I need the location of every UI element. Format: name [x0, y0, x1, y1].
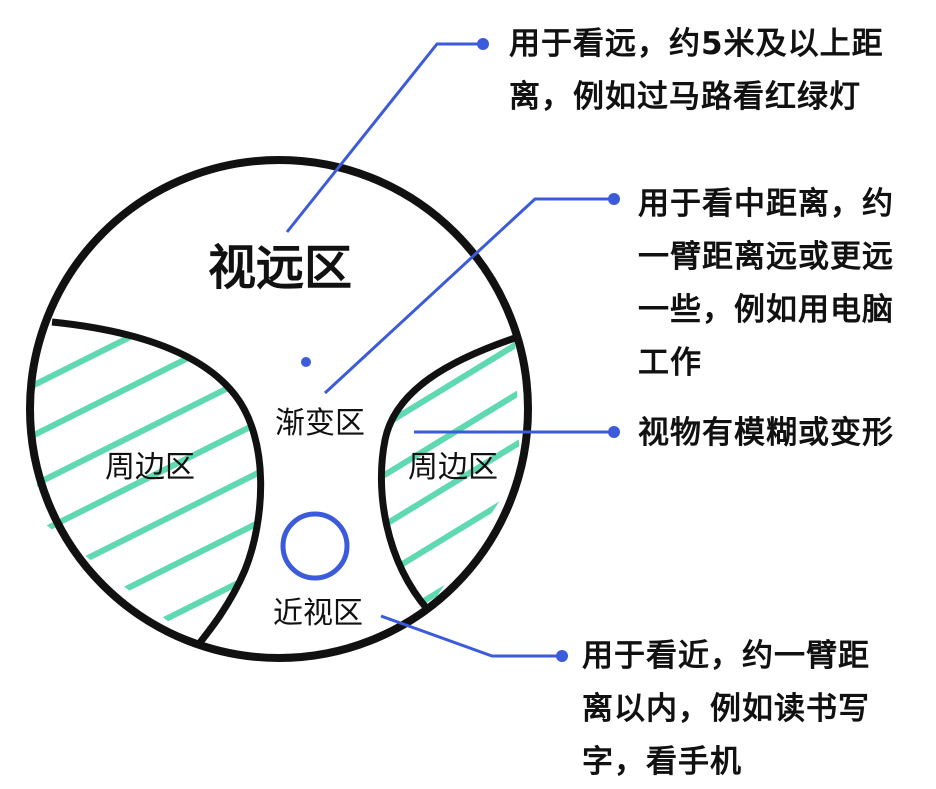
note-near: 用于看近，约一臂距 离以内，例如读书写 字，看手机	[582, 630, 870, 789]
note-periphery: 视物有模糊或变形	[638, 407, 894, 460]
periphery-right-boundary	[377, 334, 517, 613]
zone-label-transition: 渐变区	[275, 406, 365, 441]
near-zone-ring	[280, 511, 350, 581]
leader-dots	[477, 38, 620, 662]
note-far: 用于看远，约5米及以上距 离，例如过马路看红绿灯	[509, 18, 884, 124]
note-middle-line: 用于看中距离，约	[638, 186, 894, 222]
zone-label-periphery-right: 周边区	[408, 450, 498, 485]
note-periphery-line: 视物有模糊或变形	[638, 415, 894, 451]
lens-outline	[26, 156, 532, 662]
note-middle: 用于看中距离，约 一臂距离远或更远 一些，例如用电脑 工作	[638, 178, 894, 390]
note-middle-line: 一臂距离远或更远	[638, 239, 894, 275]
note-middle-line: 工作	[638, 345, 702, 381]
note-far-line: 用于看远，约5米及以上距	[509, 26, 884, 62]
zone-label-far: 视远区	[208, 240, 352, 296]
leader-periphery-dot	[608, 426, 620, 438]
note-far-line: 离，例如过马路看红绿灯	[509, 79, 861, 115]
leader-near	[380, 614, 562, 658]
note-near-line: 离以内，例如读书写	[582, 691, 870, 727]
leader-lines	[285, 42, 614, 658]
leader-middle-dot	[608, 193, 620, 205]
note-middle-line: 一些，例如用电脑	[638, 292, 894, 328]
leader-far	[285, 42, 483, 233]
note-near-line: 用于看近，约一臂距	[582, 638, 870, 674]
zone-label-near: 近视区	[273, 596, 363, 631]
zone-label-periphery-left: 周边区	[105, 450, 195, 485]
leader-far-dot	[477, 38, 489, 50]
leader-near-dot	[556, 650, 568, 662]
note-near-line: 字，看手机	[582, 744, 742, 780]
center-dot	[301, 357, 311, 367]
periphery-left-boundary	[51, 318, 265, 648]
leader-middle	[323, 197, 614, 395]
